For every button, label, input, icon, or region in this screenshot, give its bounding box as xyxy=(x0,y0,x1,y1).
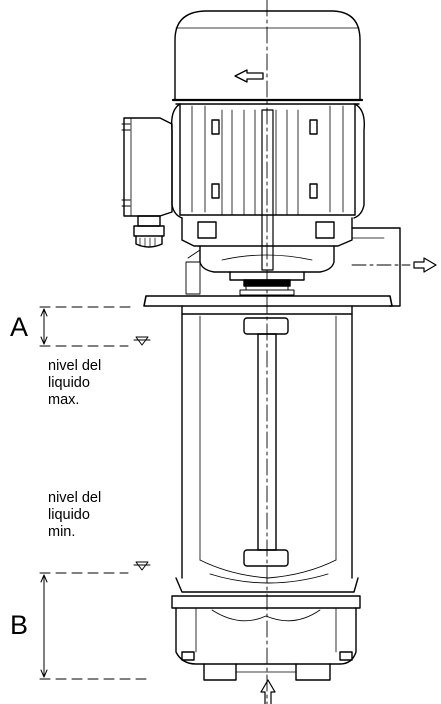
discharge-pipe xyxy=(351,227,401,307)
motor-housing xyxy=(170,103,365,271)
dimension-a-label: A xyxy=(10,312,29,342)
pump-casing xyxy=(171,577,361,681)
min-level-triangle-icon xyxy=(133,561,151,571)
dimension-b xyxy=(39,572,149,680)
max-level-label: nivel del liquido max. xyxy=(48,358,102,408)
outlet-flow-arrow-icon xyxy=(413,257,437,273)
rotation-direction-arrow-icon xyxy=(234,69,264,83)
dimension-a xyxy=(39,306,131,347)
motor-fan-cover xyxy=(171,10,364,105)
inlet-flow-arrow-icon xyxy=(260,679,276,704)
min-level-label: nivel del liquido min. xyxy=(48,490,102,540)
mounting-plate xyxy=(143,295,393,315)
dimension-b-label: B xyxy=(10,610,29,640)
motor-flange xyxy=(181,217,353,295)
max-level-triangle-icon xyxy=(133,336,151,346)
terminal-box xyxy=(121,117,173,248)
